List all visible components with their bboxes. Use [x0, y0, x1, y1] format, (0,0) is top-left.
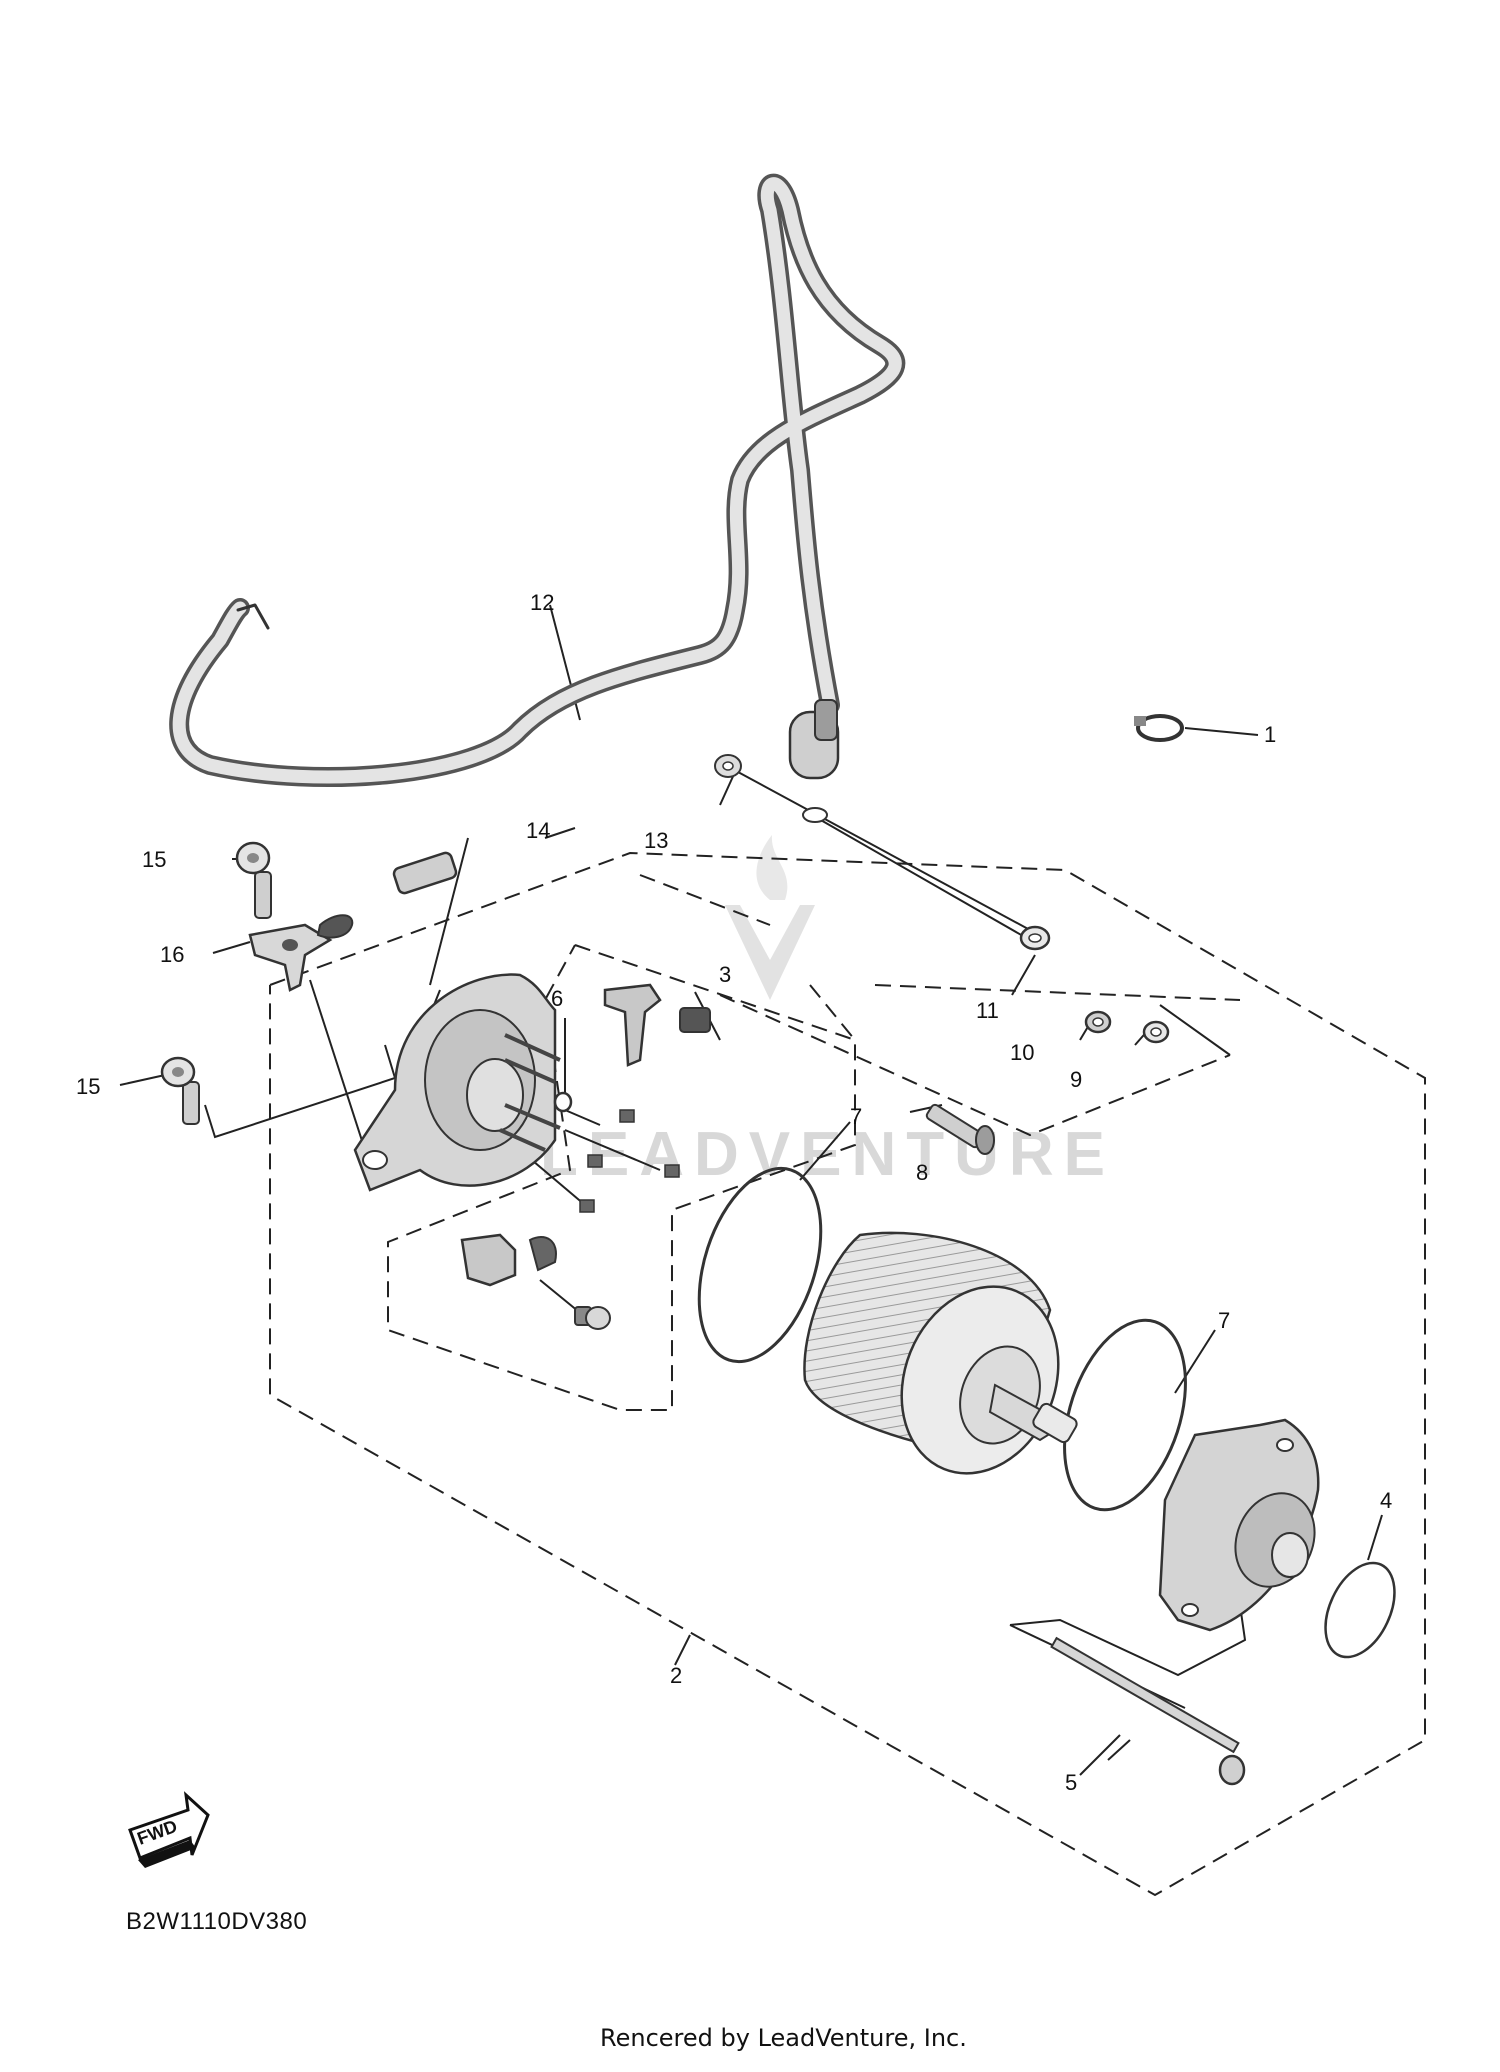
label-part-6: 6 [551, 986, 563, 1011]
label-part-16: 16 [160, 942, 184, 967]
label-part-12: 12 [530, 590, 554, 615]
label-part-13: 13 [644, 828, 668, 853]
label-part-3: 3 [719, 962, 731, 987]
render-credit: Rencered by LeadVenture, Inc. [600, 2024, 967, 2052]
rear-cover [1158, 1418, 1320, 1632]
label-part-10: 10 [1010, 1040, 1034, 1065]
o-rings [697, 1166, 1187, 1512]
label-part-11: 11 [976, 998, 999, 1023]
washers [1019, 925, 1170, 1044]
label-part-7a: 7 [850, 1104, 862, 1129]
label-part-9: 9 [1070, 1067, 1082, 1092]
fwd-arrow-icon: FWD [128, 1791, 210, 1868]
label-part-8: 8 [916, 1160, 928, 1185]
bolt-upper [235, 841, 272, 919]
label-part-4: 4 [1380, 1488, 1392, 1513]
rear-o-ring [1324, 1561, 1396, 1659]
terminal-cover [392, 851, 458, 895]
starter-cable [169, 173, 906, 788]
terminal-bolt [925, 1103, 995, 1155]
clamp [1134, 714, 1184, 742]
assembly-outlines [269, 851, 1426, 1897]
label-part-2: 2 [670, 1663, 682, 1688]
small-o-ring [553, 1091, 573, 1113]
brush-holder [603, 983, 711, 1067]
starter-yoke [803, 1231, 1078, 1475]
label-part-15b: 15 [76, 1074, 100, 1099]
leader-lines [119, 604, 1383, 1776]
cable-boot [788, 699, 840, 823]
through-bolt [1050, 1636, 1246, 1786]
brushes [579, 1109, 680, 1213]
label-part-15a: 15 [142, 847, 166, 872]
bolt-lower [160, 1056, 200, 1125]
label-part-1: 1 [1264, 722, 1276, 747]
bracket [248, 914, 354, 992]
diagram-code: B2W1110DV380 [126, 1908, 308, 1935]
starter-front-housing [353, 973, 561, 1192]
callout-labels: 1 2 3 4 5 6 7 7 8 9 10 11 12 13 14 15 15… [76, 590, 1392, 1795]
nut [714, 754, 742, 778]
brush-plate [460, 1233, 611, 1330]
label-part-5: 5 [1065, 1770, 1077, 1795]
label-part-7b: 7 [1218, 1308, 1230, 1333]
label-part-14: 14 [526, 818, 550, 843]
